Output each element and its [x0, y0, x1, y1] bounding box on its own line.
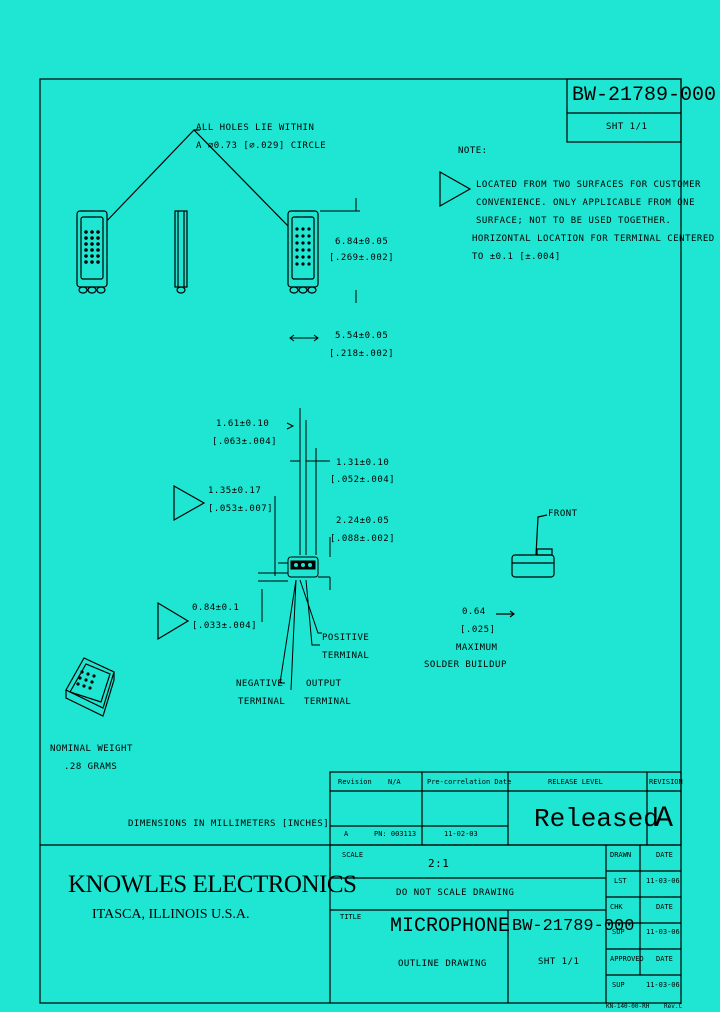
dim-4-in: [.088±.002]: [330, 534, 396, 544]
solder-line-1: 0.64: [462, 607, 486, 617]
dim-1: 1.61±0.10: [216, 419, 270, 429]
dim-height-in: [.218±.002]: [329, 349, 395, 359]
release-level-label: RELEASE LEVEL: [548, 778, 603, 786]
approval-label: CHK: [610, 903, 623, 911]
company-location: ITASCA, ILLINOIS U.S.A.: [92, 907, 250, 922]
drawing-title: MICROPHONE: [390, 915, 511, 938]
top-sheet-number: SHT 1/1: [606, 122, 648, 132]
rev-row-letter: A: [344, 830, 349, 838]
top-drawing-number: BW-21789-000: [572, 84, 717, 107]
dim-1-in: [.063±.004]: [212, 437, 278, 447]
mic-front-view: [76, 210, 108, 294]
title-label: TITLE: [340, 913, 362, 921]
dim-width-in: [.269±.002]: [329, 253, 395, 263]
footer-revision: Rev.C: [664, 1003, 683, 1010]
dim-4: 2.24±0.05: [336, 516, 390, 526]
note-line: HORIZONTAL LOCATION FOR TERMINAL CENTERE…: [472, 234, 715, 244]
do-not-scale: DO NOT SCALE DRAWING: [396, 888, 515, 898]
solder-line-3: MAXIMUM: [456, 643, 498, 653]
scale-value: 2:1: [428, 857, 450, 870]
footer-form-number: KN-140-00-RH: [606, 1003, 650, 1010]
notes-heading: NOTE:: [458, 146, 488, 156]
title-drawing-number: BW-21789-000: [512, 917, 635, 936]
mic-front-side-view: [496, 514, 555, 618]
dim-width: 6.84±0.05: [335, 237, 389, 247]
approval-date: 11-03-06: [646, 928, 680, 936]
note-line: CONVENIENCE. ONLY APPLICABLE FROM ONE: [476, 198, 695, 208]
holes-callout: ALL HOLES LIE WITHIN: [196, 123, 315, 133]
nominal-weight: NOMINAL WEIGHT: [50, 744, 133, 754]
note-line: SURFACE; NOT TO BE USED TOGETHER.: [476, 216, 672, 226]
dimensions-note: DIMENSIONS IN MILLIMETERS [INCHES]: [128, 819, 330, 829]
approval-name: LST: [614, 877, 627, 885]
note-triangle: [157, 601, 190, 641]
approval-label: DRAWN: [610, 851, 632, 859]
drawing-subtitle: OUTLINE DRAWING: [398, 959, 487, 969]
negative-terminal: NEGATIVE: [236, 679, 284, 689]
mic-side-view: [174, 210, 188, 294]
note-line: LOCATED FROM TWO SURFACES FOR CUSTOMER: [476, 180, 701, 190]
dim-2: 1.31±0.10: [336, 458, 390, 468]
dim-3: 1.35±0.17: [208, 486, 262, 496]
approval-name: SUP: [612, 928, 625, 936]
top-title-box: [566, 78, 682, 143]
revision-letter: A: [655, 802, 674, 836]
dim-height: 5.54±0.05: [335, 331, 389, 341]
rev-row-date: 11-02-03: [444, 830, 478, 838]
approval-label: APPROVED: [610, 955, 644, 963]
approval-date: 11-03-06: [646, 981, 680, 989]
front-label: FRONT: [548, 509, 578, 519]
rev-row-ecn: PN: 003113: [374, 830, 417, 838]
release-status: Released: [534, 804, 659, 834]
approval-date-label: DATE: [656, 851, 673, 859]
mic-isometric-view: [65, 657, 115, 717]
solder-line-4: SOLDER BUILDUP: [424, 660, 507, 670]
positive-terminal: POSITIVE: [322, 633, 370, 643]
positive-terminal-2: TERMINAL: [322, 651, 370, 661]
dim-3-in: [.053±.007]: [208, 504, 274, 514]
note-triangle: [439, 170, 472, 208]
approval-date: 11-03-06: [646, 877, 680, 885]
nominal-weight-value: .28 GRAMS: [64, 762, 118, 772]
note-triangle: [173, 484, 206, 522]
pre-correlation-date-label: Pre-correlation Date: [427, 778, 512, 786]
dim-5: 0.84±0.1: [192, 603, 240, 613]
holes-callout-2: A ⌀0.73 [⌀.029] CIRCLE: [196, 141, 327, 151]
approval-date-label: DATE: [656, 955, 673, 963]
note-line: TO ±0.1 [±.004]: [472, 252, 561, 262]
output-terminal-2: TERMINAL: [304, 697, 352, 707]
mic-bottom-view: [258, 408, 331, 691]
mic-front-view-2: [287, 210, 319, 294]
sheet-border: [39, 78, 682, 1004]
dim-5-in: [.033±.004]: [192, 621, 258, 631]
approval-name: SUP: [612, 981, 625, 989]
scale-label: SCALE: [342, 851, 364, 859]
company-name: KNOWLES ELECTRONICS: [68, 871, 357, 898]
title-sheet-number: SHT 1/1: [538, 957, 580, 967]
revision-label: Revision: [338, 778, 372, 786]
revision-code: N/A: [388, 778, 401, 786]
solder-line-2: [.025]: [460, 625, 496, 635]
approval-date-label: DATE: [656, 903, 673, 911]
output-terminal: OUTPUT: [306, 679, 342, 689]
dim-2-in: [.052±.004]: [330, 475, 396, 485]
negative-terminal-2: TERMINAL: [238, 697, 286, 707]
revision-letter-label: REVISION: [649, 778, 683, 786]
